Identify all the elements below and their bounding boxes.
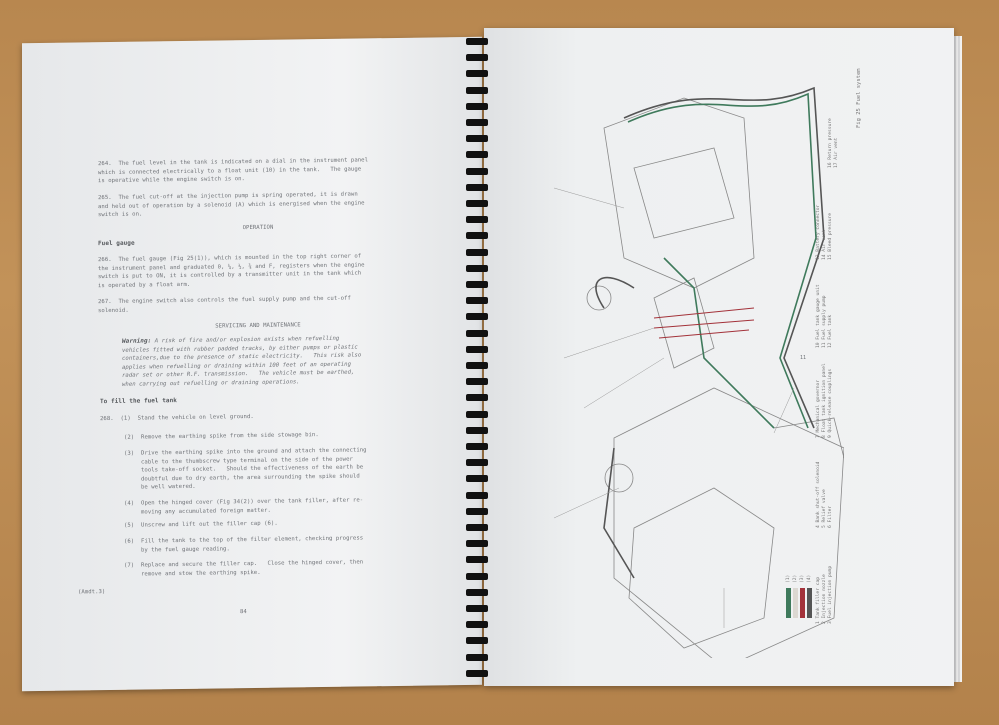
line-key-swatch-3: [800, 588, 805, 618]
spiral-ring: [466, 70, 488, 78]
legend-item-5: 5 Relief valve: [822, 489, 827, 528]
paragraph-265: 265. The fuel cut-off at the injection p…: [98, 191, 365, 219]
step-7: (7) Replace and secure the filler cap. C…: [123, 559, 364, 578]
heading-servicing: SERVICING AND MAINTENANCE: [215, 322, 301, 330]
legend-item-9: 9 Quick-release couplings: [828, 368, 833, 438]
step-4: (4) Open the hinged cover (Fig 34(2)) ov…: [123, 497, 364, 516]
step-1: 268. (1) Stand the vehicle on level grou…: [100, 413, 254, 423]
line-key-3: (3): [800, 574, 805, 583]
callout-leaders: [553, 187, 795, 628]
spiral-ring: [466, 588, 488, 596]
right-page: 11 Fig 25 Fuel system (1) (2) (3) (4) 1 …: [484, 28, 954, 686]
spiral-ring: [466, 621, 488, 629]
callout-11: 11: [800, 355, 807, 361]
legend-item-17: 17 Air vent: [834, 137, 839, 168]
legend-item-15: 15 Bleed pressure: [828, 212, 833, 260]
paragraph-266: 266. The fuel gauge (Fig 25(1)), which i…: [98, 253, 365, 289]
legend-item-12: 12 Fuel tank: [828, 314, 833, 348]
spiral-ring: [466, 410, 488, 418]
line-key-swatch-1: [786, 588, 791, 618]
warning-text: A risk of fire and/or explosion exists w…: [122, 335, 362, 388]
legend-item-1: 1 Tank filler cap: [816, 576, 821, 624]
fuel-lines: [595, 86, 825, 579]
legend-item-11: 11 Fuel supply pump: [822, 295, 827, 348]
warning-block: Warning: A risk of fire and/or explosion…: [122, 334, 361, 389]
spiral-ring: [466, 345, 488, 353]
spiral-ring: [466, 556, 488, 564]
amendment-footer: (Amdt.3): [78, 589, 106, 596]
spiral-binding: [466, 34, 490, 684]
fuel-system-diagram: [553, 86, 844, 658]
warning-label: Warning:: [122, 337, 152, 345]
step-3: (3) Drive the earthing spike into the gr…: [123, 447, 367, 491]
spiral-ring: [466, 507, 488, 515]
legend-item-16: 16 Return pressure: [828, 118, 833, 168]
diagram-outlines: [586, 97, 844, 658]
spiral-ring: [466, 281, 488, 288]
legend-item-2: 2 Injection nozzle: [822, 574, 827, 624]
spiral-ring: [466, 540, 488, 548]
spiral-ring: [466, 151, 488, 159]
spiral-ring: [466, 86, 488, 94]
spiral-ring: [466, 200, 488, 207]
spiral-ring: [466, 54, 488, 62]
line-key-swatch-2: [793, 588, 798, 618]
spiral-ring: [466, 459, 488, 467]
spiral-ring: [466, 637, 488, 645]
spiral-ring: [466, 378, 488, 386]
heading-operation: OPERATION: [242, 224, 274, 232]
spiral-ring: [466, 394, 488, 402]
legend-item-3: 3 Fuel injection pump: [828, 565, 833, 624]
spiral-ring: [466, 119, 488, 126]
line-key-swatch-4: [807, 588, 812, 618]
legend-item-7: 7 Mechanical governor: [816, 379, 821, 438]
spiral-ring: [466, 362, 488, 369]
spiral-ring: [466, 183, 488, 191]
spiral-ring: [466, 264, 488, 272]
spiral-ring: [466, 313, 488, 321]
spiral-ring: [466, 426, 488, 434]
spiral-ring: [466, 232, 488, 240]
spiral-ring: [466, 491, 488, 499]
spiral-ring: [466, 572, 488, 580]
line-key-2: (2): [793, 574, 798, 583]
spiral-ring: [466, 524, 488, 531]
subheading-fill-fuel-tank: To fill the fuel tank: [100, 397, 177, 406]
step-5: (5) Unscrew and lift out the filler cap …: [100, 520, 278, 530]
spiral-ring: [466, 653, 488, 661]
legend-item-13: 13 Battery connector: [816, 204, 821, 260]
left-page: 264. The fuel level in the tank is indic…: [22, 36, 482, 692]
legend-item-14: 14 Air vent: [822, 229, 827, 260]
spiral-ring: [466, 443, 488, 450]
legend-item-10: 10 Fuel tank gauge unit: [816, 284, 821, 348]
subheading-fuel-gauge: Fuel gauge: [98, 239, 135, 248]
legend-item-6: 6 Filter: [828, 505, 833, 528]
spiral-ring: [466, 297, 488, 305]
spiral-ring: [466, 38, 488, 45]
step-2: (2) Remove the earthing spike from the s…: [100, 432, 319, 442]
spiral-ring: [466, 329, 488, 337]
legend-item-4: 4 Bank shut-off solenoid: [816, 461, 821, 528]
figure-title: Fig 25 Fuel system: [856, 68, 862, 128]
legend-item-8: 8 Float tank ignition panel: [822, 363, 827, 438]
spiral-ring: [466, 102, 488, 110]
spiral-ring: [466, 167, 488, 175]
fuel-tank-outline: [613, 387, 844, 658]
spiral-ring: [466, 669, 488, 677]
page-number: 84: [240, 609, 247, 616]
spiral-ring: [466, 248, 488, 256]
paragraph-264: 264. The fuel level in the tank is indic…: [98, 157, 368, 185]
line-key-4: (4): [807, 574, 812, 583]
spiral-ring: [466, 216, 488, 224]
line-key-1: (1): [786, 574, 791, 583]
spiral-ring: [466, 475, 488, 483]
spiral-ring: [466, 605, 488, 612]
spiral-ring: [466, 135, 488, 143]
paragraph-267: 267. The engine switch also controls the…: [98, 295, 351, 314]
step-6: (6) Fill the tank to the top of the filt…: [123, 535, 364, 554]
